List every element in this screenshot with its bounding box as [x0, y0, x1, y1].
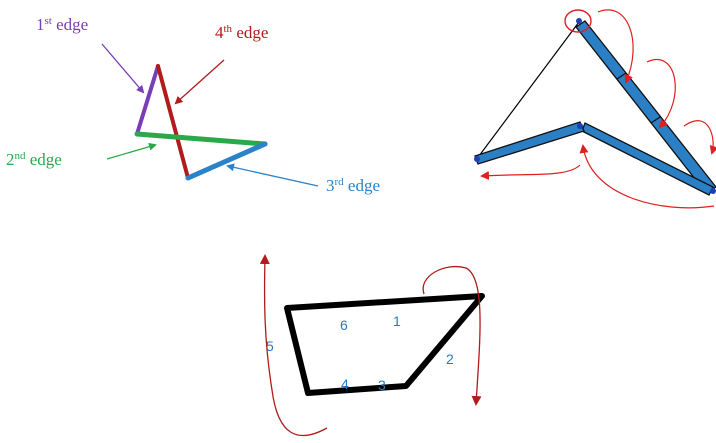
curved-arrow-4 [579, 144, 715, 209]
edge-3-blue [185, 141, 268, 181]
curved-arrow-left [259, 254, 328, 437]
vertex-dot-right [710, 188, 716, 194]
edge-number-3: 3 [378, 377, 386, 393]
strip-fold-line-2 [650, 116, 661, 124]
label-ordinal-suffix: st [45, 15, 52, 27]
blue-strip-left [474, 121, 585, 165]
pointer-arrow-first [101, 43, 145, 94]
label-second-edge: 2nd edge [6, 150, 62, 169]
diagram-folded-strips [474, 9, 716, 209]
blue-strip-inner [581, 122, 714, 196]
label-first-edge: 1st edge [36, 15, 88, 34]
blue-strip-long [575, 20, 716, 194]
highlight-ellipse [564, 9, 592, 33]
edge-2-green [134, 131, 268, 147]
bowtie-polygon [284, 293, 485, 396]
label-word: edge [344, 176, 380, 195]
vertex-dot-left [474, 156, 480, 162]
curved-arrow-5 [480, 164, 581, 181]
pointer-arrow-second [106, 142, 157, 160]
label-ordinal: 2 [6, 150, 15, 169]
edge-number-2: 2 [446, 351, 454, 367]
label-fourth-edge: 4th edge [215, 23, 268, 42]
vertex-dot-top [576, 18, 582, 24]
label-ordinal-suffix: th [224, 23, 233, 35]
label-word: edge [26, 150, 62, 169]
edge-number-6: 6 [340, 317, 348, 333]
outline-edge-left [475, 21, 580, 161]
strip-fold-line-1 [616, 72, 627, 80]
label-ordinal: 4 [215, 23, 224, 42]
diagram-colored-edges: 1st edge 4th edge 2nd edge 3rd edge [6, 15, 380, 195]
edge-4-darkred [156, 64, 190, 180]
pointer-arrow-fourth [174, 59, 225, 105]
label-word: edge [232, 23, 268, 42]
curved-arrow-2 [646, 59, 676, 129]
edge-number-1: 1 [393, 313, 401, 329]
diagram-numbered-edges: 1 2 3 4 5 6 [259, 254, 485, 437]
label-third-edge: 3rd edge [326, 176, 380, 195]
curved-arrow-3 [683, 120, 716, 155]
label-ordinal-suffix: nd [15, 150, 27, 162]
curved-arrow-right [422, 266, 482, 406]
edge-1-purple [135, 64, 160, 136]
edge-number-5: 5 [266, 338, 274, 354]
edge-number-4: 4 [341, 376, 349, 392]
label-word: edge [52, 15, 88, 34]
label-ordinal-suffix: rd [335, 176, 345, 188]
curved-arrow-1 [597, 9, 634, 84]
label-ordinal: 3 [326, 176, 335, 195]
label-ordinal: 1 [36, 15, 45, 34]
pointer-arrow-third [226, 163, 319, 187]
vertex-dot-inner [577, 123, 583, 129]
